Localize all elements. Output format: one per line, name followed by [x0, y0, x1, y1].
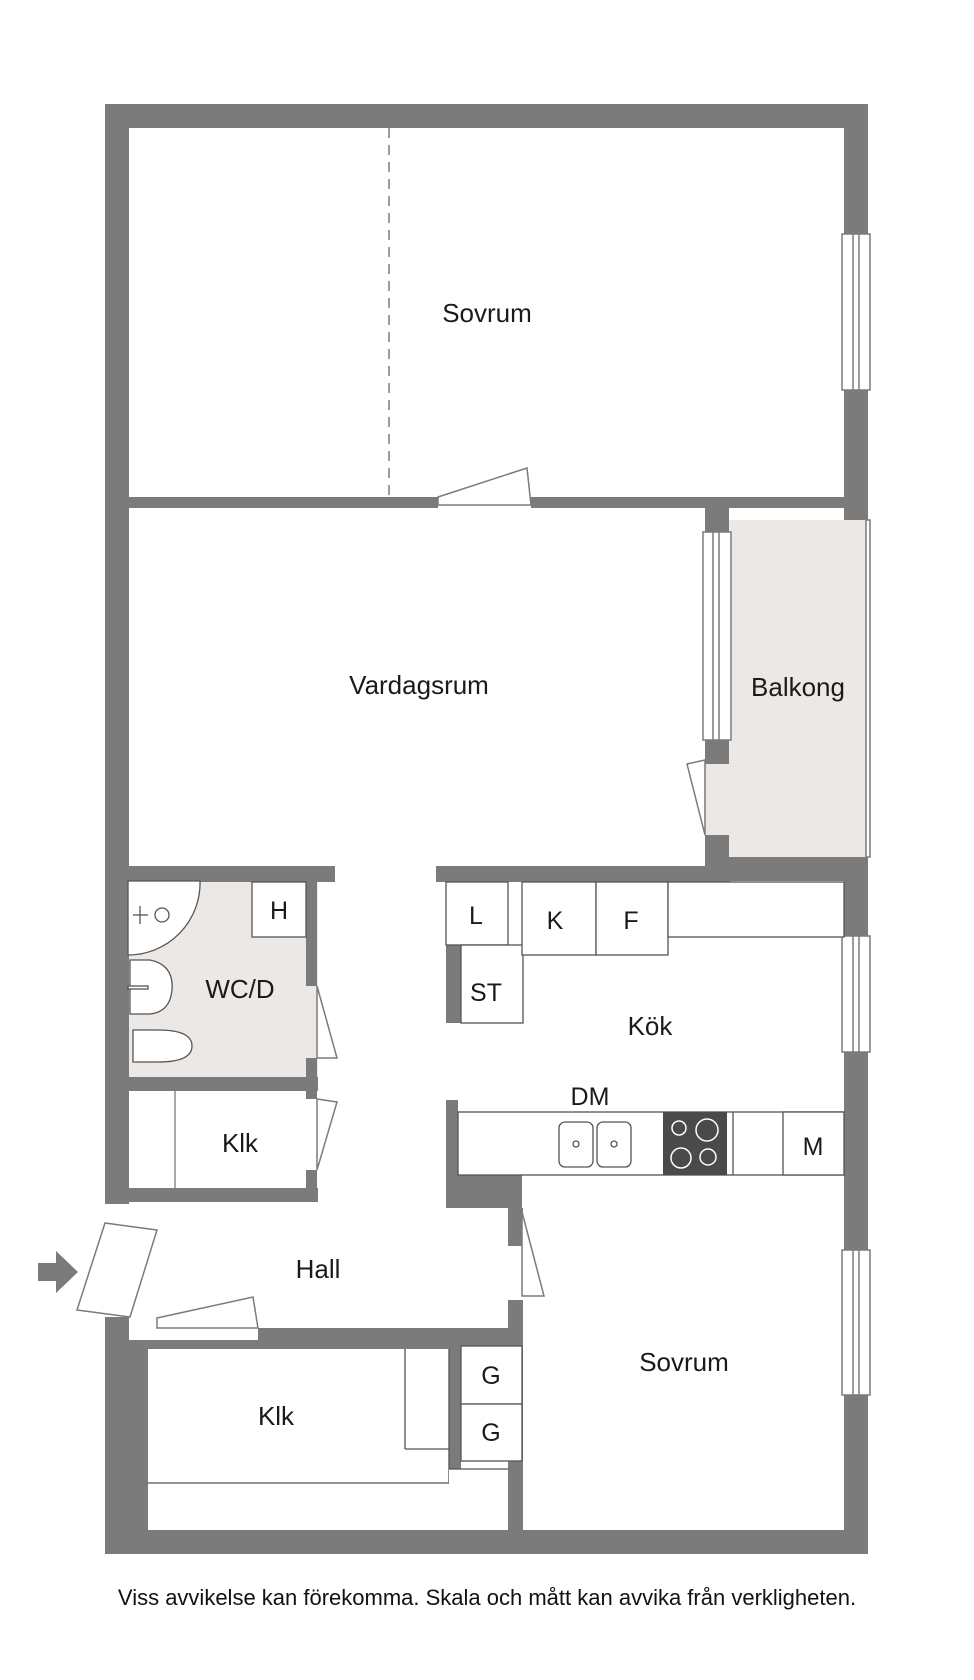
- wc-sink: [129, 959, 173, 1015]
- room-label-klk-lower: Klk: [258, 1401, 295, 1431]
- door-klk-upper: [316, 1098, 338, 1171]
- door-entrance: [76, 1222, 158, 1318]
- door-balkong: [686, 759, 706, 836]
- fixture-label-g2: G: [481, 1419, 500, 1447]
- upper-counter: [667, 881, 845, 938]
- fixture-label-m: M: [803, 1133, 824, 1161]
- wc-toilet: [132, 1029, 193, 1063]
- doors: [76, 467, 706, 1329]
- g-cabinet-bottom: [460, 1403, 523, 1462]
- room-label-sovrum-top: Sovrum: [442, 298, 532, 328]
- door-wc: [316, 985, 338, 1059]
- fixture-label-dm: DM: [571, 1083, 610, 1111]
- l-cabinet: [445, 881, 509, 946]
- lower-counter: [457, 1111, 845, 1176]
- entrance-arrow-icon: [38, 1251, 78, 1293]
- stove-icon: [663, 1112, 727, 1175]
- f-cabinet: [595, 881, 669, 956]
- m-cabinet: [782, 1111, 845, 1176]
- fixture-label-l: L: [469, 902, 483, 930]
- g-cabinet-top: [460, 1345, 523, 1405]
- st-cabinet: [460, 944, 524, 1024]
- room-label-vardagsrum: Vardagsrum: [349, 670, 489, 700]
- h-cabinet: [251, 881, 307, 938]
- room-label-sovrum-bottom: Sovrum: [639, 1347, 729, 1377]
- room-label-balkong: Balkong: [751, 672, 845, 702]
- door-sovrum-bottom: [521, 1211, 545, 1297]
- windows: [702, 233, 871, 1396]
- door-klk-lower: [156, 1296, 259, 1329]
- balcony-floor: [705, 520, 868, 857]
- room-label-kok: Kök: [628, 1011, 674, 1041]
- room-label-klk-upper: Klk: [222, 1128, 259, 1158]
- wc-fixtures: [127, 880, 307, 1063]
- kitchen-fixtures: [445, 881, 845, 1176]
- fixture-label-st: ST: [470, 979, 502, 1007]
- fixture-label-h: H: [270, 897, 288, 925]
- k-cabinet: [521, 881, 597, 956]
- room-label-wcd: WC/D: [205, 974, 274, 1004]
- lower-fixtures: [148, 1345, 523, 1530]
- fixture-label-k: K: [547, 907, 564, 935]
- disclaimer-text: Viss avvikelse kan förekomma. Skala och …: [117, 1585, 857, 1610]
- door-sovrum-top: [437, 467, 532, 506]
- room-label-hall: Hall: [296, 1254, 341, 1284]
- fixture-label-f: F: [623, 907, 638, 935]
- fixture-label-g1: G: [481, 1362, 500, 1390]
